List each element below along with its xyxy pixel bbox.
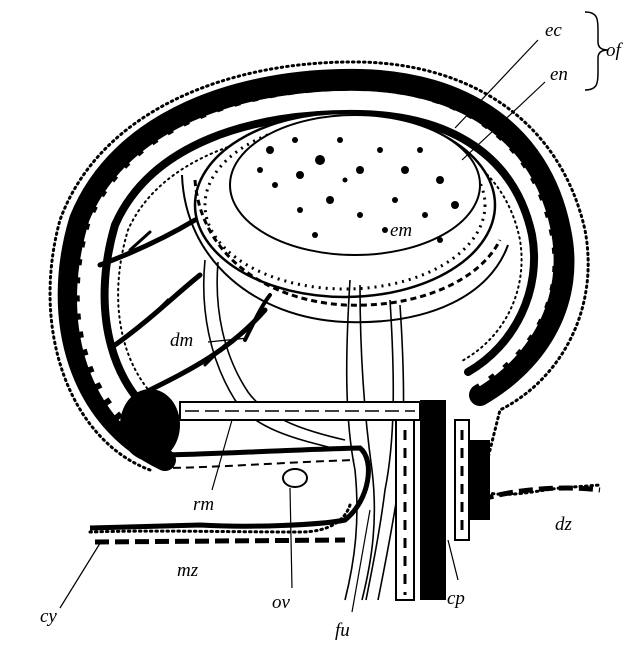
body-floor-dots <box>160 460 355 468</box>
leader-cp <box>448 540 458 580</box>
leader-cy <box>60 540 102 608</box>
of-brace <box>585 12 608 90</box>
label-ec: ec <box>545 20 562 41</box>
label-mz: mz <box>177 560 199 581</box>
label-ov: ov <box>272 592 291 613</box>
label-cp: cp <box>447 588 465 609</box>
leader-ov <box>290 488 292 588</box>
cystid-cells <box>95 540 345 542</box>
body-floor <box>90 448 368 528</box>
stalk-column <box>396 400 490 600</box>
funiculus-strands <box>204 260 404 600</box>
label-rm: rm <box>193 494 214 515</box>
label-em: em <box>390 220 412 241</box>
label-cy: cy <box>40 606 57 627</box>
ovary <box>283 469 307 487</box>
label-dz: dz <box>555 514 573 535</box>
embryo-core <box>230 115 480 255</box>
label-of: of <box>606 40 624 61</box>
retractor-muscle <box>180 402 420 420</box>
label-dm: dm <box>170 330 193 351</box>
label-en: en <box>550 64 568 85</box>
wall-knob <box>120 389 180 461</box>
label-fu: fu <box>335 620 350 641</box>
